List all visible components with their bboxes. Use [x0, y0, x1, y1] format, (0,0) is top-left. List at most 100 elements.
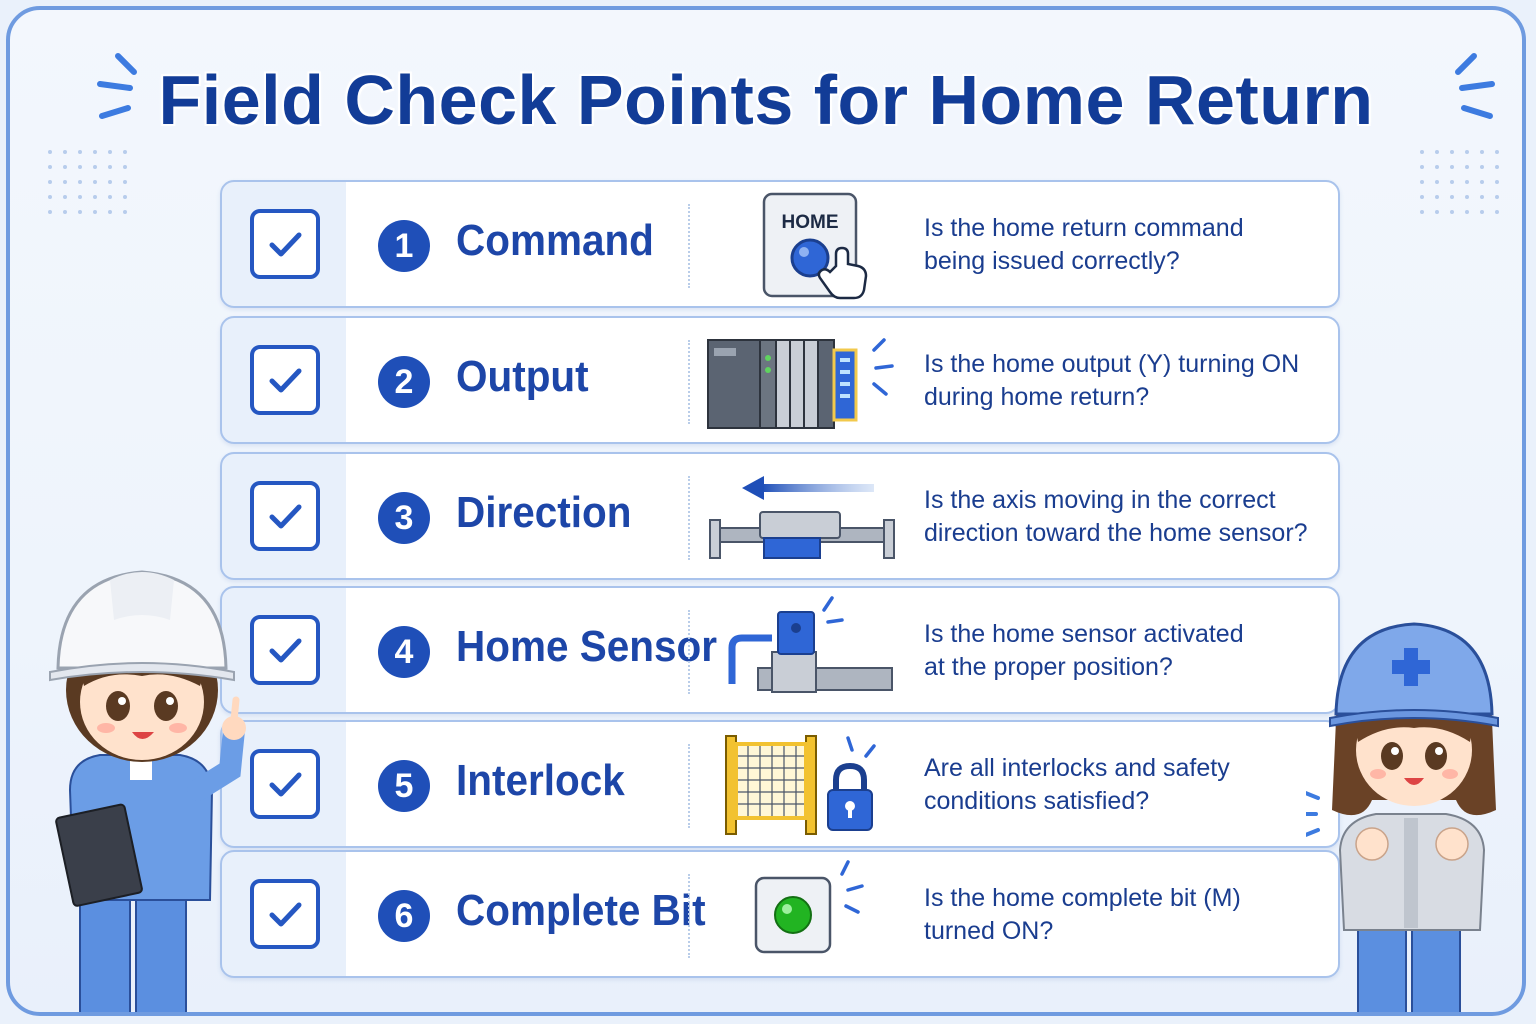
check-question: Is the home complete bit (M) turned ON? [924, 884, 1241, 945]
decor-dot [48, 165, 52, 169]
step-label: Interlock [456, 756, 625, 805]
decor-dot [108, 150, 112, 154]
decor-dot [123, 180, 127, 184]
decor-dot [93, 165, 97, 169]
decor-dot [1420, 150, 1424, 154]
check-row-interlock: 5 Interlock Are all interlocks and safet… [220, 720, 1340, 848]
decor-dot [1450, 210, 1454, 214]
checkmark-icon [269, 368, 302, 393]
divider [688, 476, 690, 560]
step-label: Direction [456, 488, 632, 537]
decor-dot [108, 180, 112, 184]
checkmark-icon [269, 902, 302, 927]
decor-dot [1465, 165, 1469, 169]
divider [688, 340, 690, 424]
step-number: 1 [378, 220, 430, 272]
decor-dot [1465, 195, 1469, 199]
decor-dot [93, 150, 97, 154]
decor-dot [1450, 150, 1454, 154]
check-row-complete-bit: 6 Complete Bit Is the home complete bit … [220, 850, 1340, 978]
step-number: 5 [378, 760, 430, 812]
home-sensor-icon [728, 596, 893, 693]
step-label: Command [456, 216, 654, 265]
step-label: Output [456, 352, 589, 401]
decor-dot [1480, 165, 1484, 169]
plc-icon [707, 338, 894, 429]
decor-dot [1465, 210, 1469, 214]
decor-dot [1420, 165, 1424, 169]
decor-dot [63, 210, 67, 214]
check-row-command: 1 Command HOME Is the home return comman… [220, 180, 1340, 308]
sparkle-left-icon [97, 53, 137, 119]
decor-dot [1420, 180, 1424, 184]
engineer-girl-illustration [1306, 622, 1499, 1012]
check-question: Are all interlocks and safety conditions… [924, 754, 1230, 815]
decor-dot [1420, 195, 1424, 199]
sparkle-right-icon [1455, 53, 1495, 119]
linear-axis-icon [709, 476, 895, 559]
decor-dot [93, 210, 97, 214]
decor-dot [108, 210, 112, 214]
decor-dot [1450, 165, 1454, 169]
divider [688, 744, 690, 828]
decor-dot [1435, 180, 1439, 184]
check-question: Is the home sensor activated at the prop… [924, 620, 1244, 681]
decor-dot [48, 210, 52, 214]
checkbox[interactable] [250, 879, 320, 949]
decor-dot [1420, 210, 1424, 214]
decor-dot [1450, 195, 1454, 199]
check-row-output: 2 Output Is the home output (Y) turning … [220, 316, 1340, 444]
decor-dot [1480, 150, 1484, 154]
decor-dot [78, 180, 82, 184]
decor-dot [123, 195, 127, 199]
check-question: Is the home output (Y) turning ON during… [924, 350, 1300, 411]
checkbox[interactable] [250, 481, 320, 551]
decor-dot [48, 180, 52, 184]
step-number: 2 [378, 356, 430, 408]
decor-dot [1435, 150, 1439, 154]
decor-dot [63, 180, 67, 184]
decor-dot [48, 150, 52, 154]
decor-dot [1435, 165, 1439, 169]
decor-dot [48, 195, 52, 199]
safety-gate-lock-icon [725, 735, 876, 835]
decor-dot [1465, 180, 1469, 184]
decor-dot [63, 150, 67, 154]
decor-dot [93, 180, 97, 184]
decor-dot [1465, 150, 1469, 154]
checkbox[interactable] [250, 749, 320, 819]
decor-dot [1495, 180, 1499, 184]
checkmark-icon [269, 504, 302, 529]
decor-dot [1435, 210, 1439, 214]
decor-dot [63, 195, 67, 199]
decor-dot [108, 165, 112, 169]
decor-dot [78, 195, 82, 199]
step-number: 3 [378, 492, 430, 544]
decor-dot [123, 165, 127, 169]
decor-dot [93, 195, 97, 199]
engineer-boy-illustration [49, 570, 246, 1012]
checkbox[interactable] [250, 615, 320, 685]
page-title: Field Check Points for Home Return [158, 61, 1374, 139]
divider [688, 610, 690, 694]
home-badge: HOME [782, 212, 839, 233]
checkbox[interactable] [250, 345, 320, 415]
decor-dot [1450, 180, 1454, 184]
step-number: 6 [378, 890, 430, 942]
checkbox[interactable] [250, 209, 320, 279]
decor-dot [78, 210, 82, 214]
step-label: Complete Bit [456, 886, 706, 935]
decor-dot [108, 195, 112, 199]
checkmark-icon [269, 772, 302, 797]
step-label: Home Sensor [456, 622, 717, 671]
checkmark-icon [269, 232, 302, 257]
check-question: Is the axis moving in the correct direct… [924, 486, 1308, 547]
decor-dot [78, 165, 82, 169]
decor-dot [63, 165, 67, 169]
divider [688, 204, 690, 288]
decor-dot [1495, 210, 1499, 214]
decor-dot [1480, 195, 1484, 199]
divider [688, 874, 690, 958]
check-row-direction: 3 Direction Is the axis moving in the co… [220, 452, 1340, 580]
check-question: Is the home return command being issued … [924, 214, 1244, 275]
